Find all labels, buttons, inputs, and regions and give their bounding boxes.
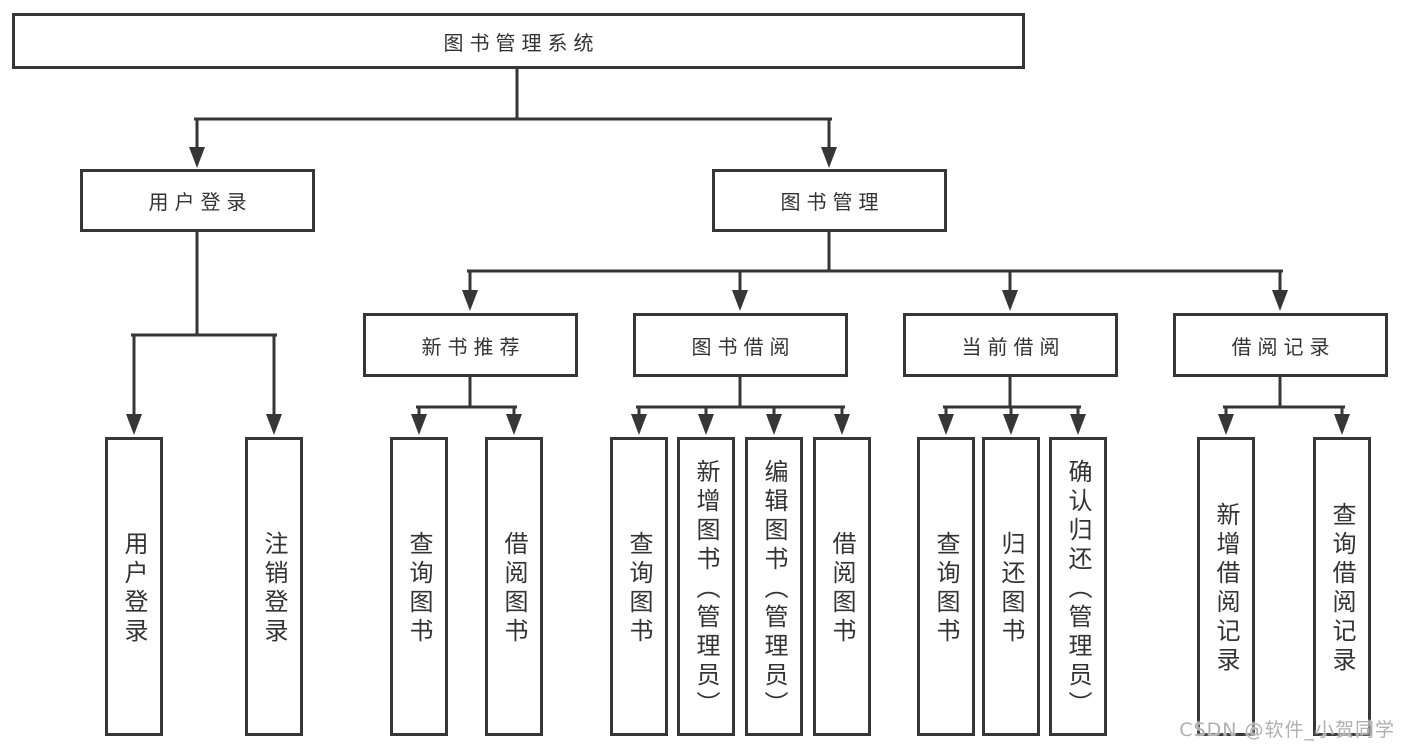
leaf-borrow-books: 借阅图书 — [813, 437, 871, 736]
node-new-book-recommend-label: 新书推荐 — [421, 334, 526, 359]
leaf-confirm-return-admin: 确认归还（管理员） — [1049, 437, 1107, 736]
node-user-login: 用户登录 — [80, 169, 315, 232]
node-book-management: 图书管理 — [712, 169, 947, 232]
node-library-management-system: 图书管理系统 — [12, 13, 1025, 69]
leaf-query-books-borrowing: 查询图书 — [610, 437, 668, 736]
leaf-add-borrow-record: 新增借阅记录 — [1197, 437, 1255, 736]
leaf-logout-label: 注销登录 — [260, 531, 288, 647]
leaf-return-books-label: 归还图书 — [997, 531, 1025, 647]
leaf-borrow-books-recommend: 借阅图书 — [485, 437, 543, 736]
leaf-query-borrow-record-label: 查询借阅记录 — [1328, 502, 1356, 676]
node-current-borrowing: 当前借阅 — [903, 313, 1118, 377]
node-book-management-label: 图书管理 — [780, 190, 885, 214]
leaf-add-books-admin: 新增图书（管理员） — [677, 437, 735, 736]
leaf-borrow-books-recommend-label: 借阅图书 — [500, 531, 528, 647]
node-borrowing-records: 借阅记录 — [1173, 313, 1388, 377]
node-user-login-label: 用户登录 — [148, 190, 253, 214]
node-book-borrowing-label: 图书借阅 — [691, 334, 796, 359]
leaf-return-books: 归还图书 — [982, 437, 1040, 736]
node-current-borrowing-label: 当前借阅 — [961, 334, 1066, 359]
leaf-query-borrow-record: 查询借阅记录 — [1313, 437, 1371, 736]
leaf-edit-books-admin-label: 编辑图书（管理员） — [760, 458, 788, 720]
node-book-borrowing: 图书借阅 — [633, 313, 848, 377]
leaf-logout: 注销登录 — [245, 437, 303, 736]
node-new-book-recommend: 新书推荐 — [363, 313, 578, 377]
leaf-add-borrow-record-label: 新增借阅记录 — [1212, 502, 1240, 676]
node-borrowing-records-label: 借阅记录 — [1231, 334, 1336, 359]
leaf-confirm-return-admin-label: 确认归还（管理员） — [1064, 458, 1092, 720]
csdn-watermark: CSDN @软件_小贺同学 — [1179, 719, 1395, 741]
leaf-borrow-books-label: 借阅图书 — [828, 531, 856, 647]
leaf-query-books-current: 查询图书 — [917, 437, 975, 736]
leaf-query-books-current-label: 查询图书 — [932, 531, 960, 647]
leaf-edit-books-admin: 编辑图书（管理员） — [745, 437, 803, 736]
leaf-add-books-admin-label: 新增图书（管理员） — [692, 458, 720, 720]
node-library-management-system-label: 图书管理系统 — [443, 30, 600, 55]
leaf-query-books-recommend-label: 查询图书 — [405, 531, 433, 647]
leaf-user-login: 用户登录 — [105, 437, 163, 736]
leaf-user-login-label: 用户登录 — [120, 531, 148, 647]
leaf-query-books-recommend: 查询图书 — [390, 437, 448, 736]
leaf-query-books-borrowing-label: 查询图书 — [625, 531, 653, 647]
